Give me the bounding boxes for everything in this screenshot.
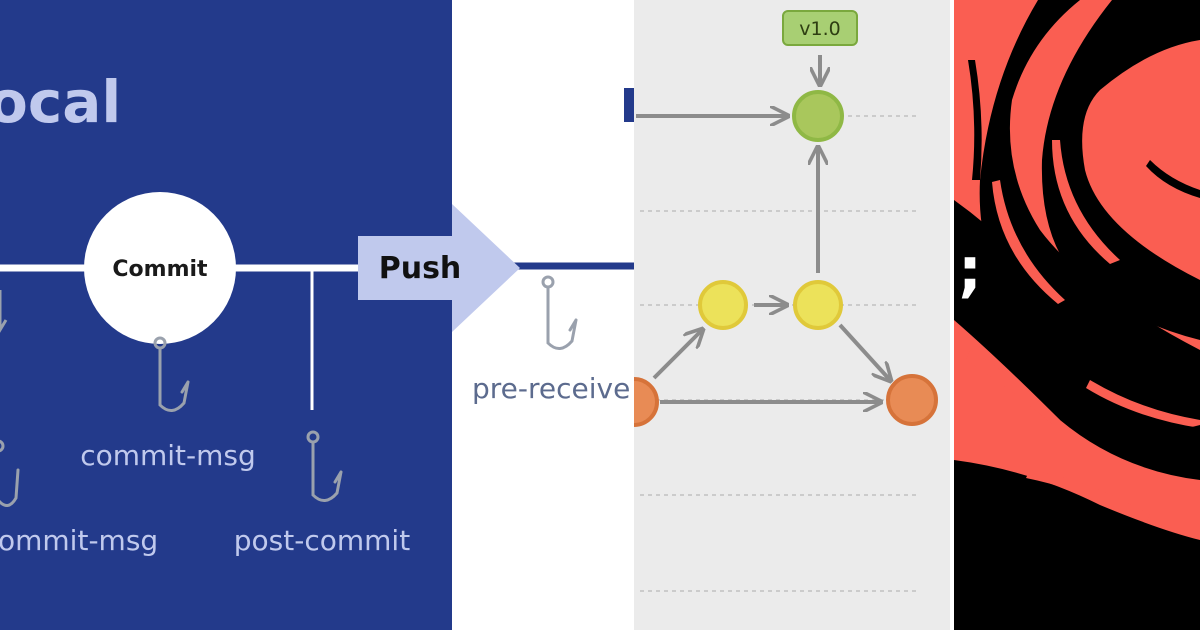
commit-node-main	[886, 374, 938, 426]
push-label: Push	[379, 251, 462, 286]
version-tag-badge	[782, 10, 858, 46]
commit-node	[84, 192, 236, 344]
remote-heading-fragment	[624, 88, 634, 122]
commit-node-main	[634, 377, 659, 427]
local-background	[0, 0, 452, 630]
graph-background	[634, 0, 950, 630]
rejoin-arrow	[838, 323, 890, 380]
branch-arrow	[652, 330, 702, 380]
hook-label-commit-msg-partial: ommit-msg	[0, 524, 158, 557]
brush-texture	[966, 108, 1200, 522]
semicolon-glyph: ;	[958, 235, 982, 305]
remote-background	[452, 0, 634, 630]
push-arrow	[358, 204, 520, 332]
hook-label-commit-msg: commit-msg	[80, 439, 256, 472]
hook-icon	[541, 275, 578, 350]
version-tag: v1.0	[782, 10, 858, 46]
hook-label-post-commit: post-commit	[234, 524, 410, 557]
commit-label: Commit	[112, 257, 208, 282]
hooks-panel: ocal Commit	[0, 0, 634, 630]
art-panel: ;	[954, 0, 1200, 630]
commit-node-feature	[793, 280, 843, 330]
hook-icon	[153, 336, 190, 412]
brush-texture	[968, 60, 1200, 440]
version-tag-label: v1.0	[799, 18, 840, 40]
commit-node-feature	[698, 280, 748, 330]
hook-icon	[0, 290, 8, 333]
graph-panel: v1.0	[634, 0, 950, 630]
commit-node-release	[792, 90, 844, 142]
graph-arrows	[636, 55, 890, 402]
commit-nodes	[634, 90, 938, 427]
hook-icon	[306, 430, 343, 502]
panel-divider	[950, 0, 954, 630]
hook-icon	[0, 439, 20, 507]
hook-label-pre-receive: pre-receive	[472, 372, 630, 405]
local-heading: ocal	[0, 68, 121, 136]
